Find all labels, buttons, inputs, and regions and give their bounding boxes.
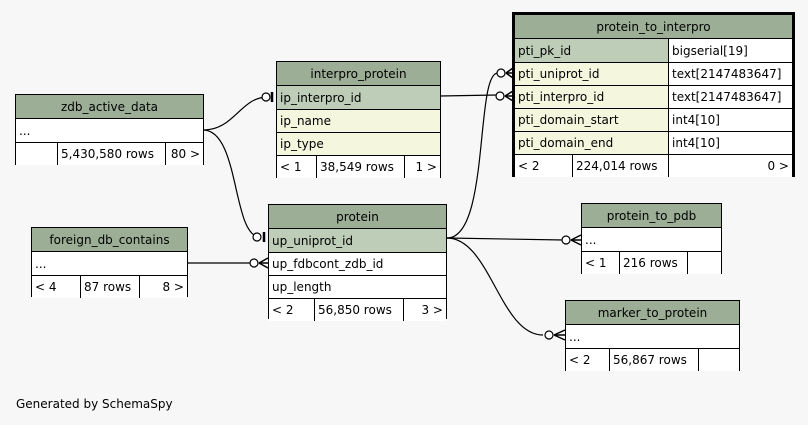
edge-protein-to-marker (446, 237, 544, 336)
table-footer: < 2 56,867 rows (566, 348, 739, 371)
column-row[interactable]: up_length (269, 275, 446, 298)
edge-protein-to-pti (446, 72, 499, 239)
table-footer: 5,430,580 rows 80 > (16, 142, 203, 165)
table-foreign-db-contains[interactable]: foreign_db_contains ... < 4 87 rows 8 > (31, 227, 188, 298)
table-protein-to-pdb[interactable]: protein_to_pdb ... < 1 216 rows (581, 203, 722, 274)
column-name: pti_pk_id (515, 39, 668, 62)
column-name: pti_interpro_id (515, 86, 668, 108)
column-type: text[2147483647] (668, 63, 792, 85)
column-name: pti_uniprot_id (515, 63, 668, 85)
children-count[interactable] (698, 349, 739, 371)
column-row[interactable]: pti_pk_id bigserial[19] (515, 39, 792, 62)
children-count[interactable] (687, 252, 721, 274)
row-count: 224,014 rows (572, 155, 668, 177)
parents-count[interactable]: < 1 (585, 256, 607, 270)
column-type: int4[10] (668, 109, 792, 131)
ellipsis: ... (569, 329, 581, 344)
column-row[interactable]: up_uniprot_id (269, 229, 446, 252)
table-header[interactable]: zdb_active_data (16, 95, 203, 119)
generated-by-label: Generated by SchemaSpy (16, 397, 173, 411)
table-marker-to-protein[interactable]: marker_to_protein ... < 2 56,867 rows (565, 300, 740, 371)
row-count: 5,430,580 rows (57, 143, 165, 165)
ellipsis: ... (585, 232, 597, 247)
column-row[interactable]: pti_domain_end int4[10] (515, 131, 792, 154)
collapsed-columns[interactable]: ... (16, 119, 203, 142)
column-name: pti_domain_start (515, 109, 668, 131)
children-count[interactable]: 8 > (139, 276, 187, 298)
column-row[interactable]: pti_domain_start int4[10] (515, 108, 792, 131)
zero-optional-marker (561, 235, 571, 245)
row-count: 38,549 rows (316, 156, 404, 178)
row-count: 216 rows (619, 252, 687, 274)
collapsed-columns[interactable]: ... (566, 325, 739, 348)
crowfoot-marker (504, 90, 514, 102)
table-protein[interactable]: protein up_uniprot_id up_fdbcont_zdb_id … (268, 204, 447, 321)
collapsed-columns[interactable]: ... (582, 228, 721, 251)
column-type: int4[10] (668, 132, 792, 154)
table-footer: < 4 87 rows 8 > (32, 275, 187, 298)
column-name: up_fdbcont_zdb_id (272, 257, 384, 271)
column-row[interactable]: pti_uniprot_id text[2147483647] (515, 62, 792, 85)
table-header[interactable]: marker_to_protein (566, 301, 739, 325)
column-name: ip_type (280, 137, 324, 151)
row-count: 56,850 rows (314, 299, 403, 321)
column-name: up_uniprot_id (272, 233, 354, 248)
table-header[interactable]: protein (269, 205, 446, 229)
parents-count[interactable]: < 1 (280, 160, 302, 174)
table-footer: < 1 216 rows (582, 251, 721, 274)
edge-protein-to-pdb (446, 237, 565, 241)
table-header[interactable]: foreign_db_contains (32, 228, 187, 252)
parents-count[interactable] (16, 143, 57, 165)
row-count: 87 rows (80, 276, 139, 298)
crowfoot-marker (570, 234, 582, 246)
column-type: bigserial[19] (668, 39, 792, 62)
zero-optional-marker (249, 258, 259, 268)
parents-count[interactable]: < 2 (569, 353, 591, 367)
column-name: ip_interpro_id (280, 90, 362, 105)
zero-optional-marker (544, 330, 554, 340)
column-type: text[2147483647] (668, 86, 792, 108)
crowfoot-marker (258, 257, 269, 269)
column-row[interactable]: pti_interpro_id text[2147483647] (515, 85, 792, 108)
children-count[interactable]: 3 > (403, 299, 446, 321)
parents-count[interactable]: < 2 (272, 303, 294, 317)
table-header[interactable]: protein_to_interpro (515, 15, 792, 39)
collapsed-columns[interactable]: ... (32, 252, 187, 275)
column-name: up_length (272, 280, 332, 294)
parents-count[interactable]: < 4 (35, 280, 57, 294)
table-footer: < 2 224,014 rows 0 > (515, 154, 792, 177)
zero-optional-marker (496, 68, 506, 78)
children-count[interactable]: 1 > (404, 156, 440, 178)
column-row[interactable]: ip_name (277, 109, 440, 132)
table-footer: < 2 56,850 rows 3 > (269, 298, 446, 321)
children-count[interactable]: 80 > (165, 143, 203, 165)
table-protein-to-interpro[interactable]: protein_to_interpro pti_pk_id bigserial[… (512, 12, 795, 177)
parents-count[interactable]: < 2 (518, 159, 540, 173)
edge-interpro-to-pti (439, 94, 498, 97)
edge-zdb-to-interpro (202, 96, 269, 131)
table-header[interactable]: interpro_protein (277, 62, 440, 86)
table-header[interactable]: protein_to_pdb (582, 204, 721, 228)
zero-optional-marker (252, 232, 262, 242)
ellipsis: ... (19, 123, 31, 138)
crowfoot-marker (505, 67, 514, 79)
zero-optional-marker (261, 92, 271, 102)
zero-optional-marker (495, 91, 505, 101)
column-row[interactable]: ip_interpro_id (277, 86, 440, 109)
table-interpro-protein[interactable]: interpro_protein ip_interpro_id ip_name … (276, 61, 441, 178)
column-name: ip_name (280, 114, 331, 128)
table-footer: < 1 38,549 rows 1 > (277, 155, 440, 178)
crowfoot-marker (553, 329, 566, 341)
column-name: pti_domain_end (515, 132, 668, 154)
column-row[interactable]: ip_type (277, 132, 440, 155)
children-count[interactable]: 0 > (668, 155, 792, 177)
ellipsis: ... (35, 256, 47, 271)
edge-zdb-to-protein (202, 129, 261, 238)
row-count: 56,867 rows (609, 349, 698, 371)
column-row[interactable]: up_fdbcont_zdb_id (269, 252, 446, 275)
table-zdb-active-data[interactable]: zdb_active_data ... 5,430,580 rows 80 > (15, 94, 204, 165)
